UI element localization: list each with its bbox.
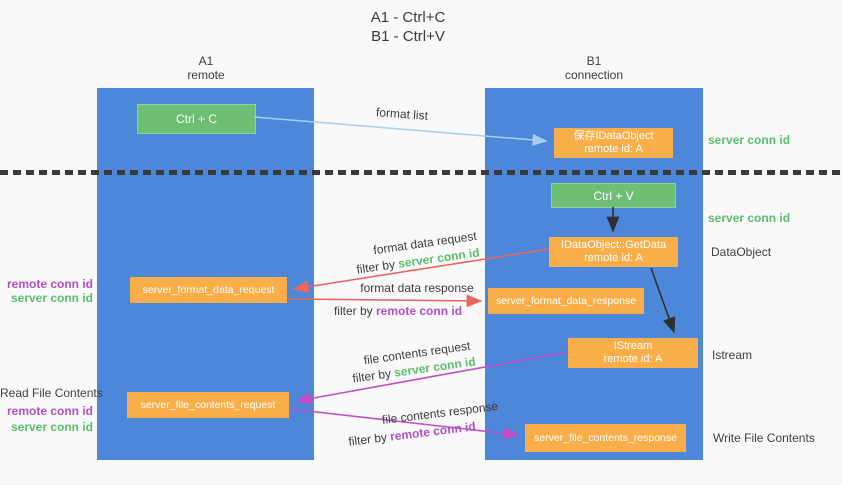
ctrl-c-label: Ctrl + C — [175, 112, 217, 126]
getdata-to-istream-arrow — [650, 267, 676, 334]
node-server-file-contents-request: server_file_contents_request — [127, 392, 289, 418]
getdata-line1: IDataObject::GetData — [560, 239, 667, 251]
istream-line1: IStream — [613, 340, 653, 352]
format-response-label: server_format_data_response — [495, 295, 637, 307]
file-response-label: server_file_contents_response — [533, 432, 677, 444]
lane-a1-name: A1 — [198, 54, 214, 68]
node-server-file-contents-response: server_file_contents_response — [525, 424, 686, 452]
dotted-divider — [0, 170, 842, 175]
file-request-label: server_file_contents_request — [140, 399, 276, 411]
right-label-dataobject: DataObject — [711, 245, 772, 259]
right-label-write-file-contents: Write File Contents — [713, 431, 815, 445]
title-line-b1: B1 - Ctrl+V — [371, 28, 445, 45]
diagram-title: A1 - Ctrl+C B1 - Ctrl+V — [308, 8, 508, 46]
arrow-label-format-data-response-filter: filter by remote conn id — [334, 304, 462, 318]
left-label-read-file-contents: Read File Contents — [0, 386, 103, 400]
getdata-line2: remote id: A — [584, 252, 643, 264]
format-list-arrow — [253, 116, 548, 146]
file-contents-response-arrow — [289, 408, 520, 440]
right-label-istream: Istream — [712, 348, 753, 362]
istream-line2: remote id: A — [603, 353, 663, 365]
node-ctrl-c: Ctrl + C — [137, 104, 256, 134]
left-label-remote-conn-id-1: remote conn id — [6, 277, 93, 291]
left-label-remote-conn-id-2: remote conn id — [6, 404, 93, 418]
format-data-response-arrow — [287, 294, 483, 308]
lane-header-b1: B1 connection — [524, 54, 664, 82]
right-label-server-conn-id-1: server conn id — [708, 133, 791, 147]
format-request-label: server_format_data_request — [142, 284, 275, 296]
lane-a1-sub: remote — [187, 68, 225, 82]
right-label-server-conn-id-2: server conn id — [708, 211, 791, 225]
lane-header-a1: A1 remote — [136, 54, 276, 82]
node-istream: IStream remote id: A — [568, 338, 698, 368]
ctrl-v-label: Ctrl + V — [593, 188, 634, 203]
node-save-idataobject: 保存IDataObject remote id: A — [554, 128, 673, 158]
save-idataobject-line2: remote id: A — [584, 143, 643, 155]
node-server-format-data-response: server_format_data_response — [488, 288, 644, 314]
save-idataobject-line1: 保存IDataObject — [573, 130, 654, 142]
filter-by-text: filter by — [333, 304, 373, 318]
file-contents-request-arrow — [295, 351, 569, 405]
title-line-a1: A1 - Ctrl+C — [370, 9, 446, 26]
left-label-server-conn-id-2: server conn id — [10, 420, 93, 434]
lane-b1-name: B1 — [586, 54, 602, 68]
left-label-server-conn-id-1: server conn id — [10, 291, 93, 305]
node-server-format-data-request: server_format_data_request — [130, 277, 287, 303]
arrow-label-format-data-response: format data response — [360, 281, 474, 295]
lane-b1-sub: connection — [564, 68, 624, 82]
format-data-request-arrow — [292, 248, 550, 294]
remote-conn-id-keyword: remote conn id — [376, 304, 463, 318]
node-idataobject-getdata: IDataObject::GetData remote id: A — [549, 237, 678, 267]
